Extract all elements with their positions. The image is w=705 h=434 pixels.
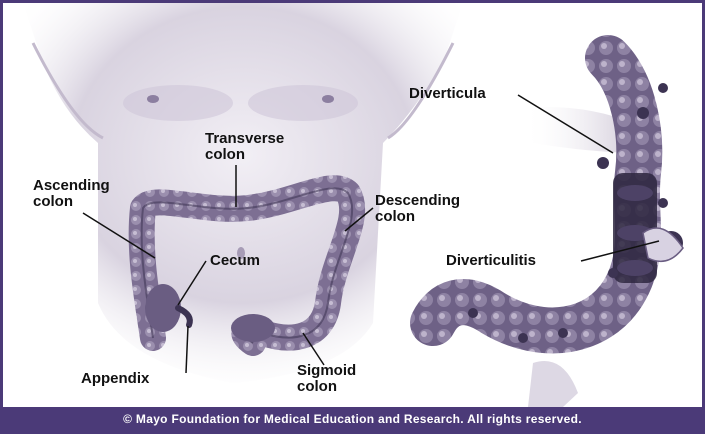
label-ascending-line2: colon (33, 194, 110, 210)
label-descending-line1: Descending (375, 193, 460, 209)
label-appendix: Appendix (81, 371, 149, 387)
label-transverse-colon: Transverse colon (205, 131, 284, 163)
label-cecum: Cecum (210, 253, 260, 269)
label-diverticula: Diverticula (409, 86, 486, 102)
label-ascending-colon: Ascending colon (33, 178, 110, 210)
label-descending-colon: Descending colon (375, 193, 460, 225)
label-sigmoid-colon: Sigmoid colon (297, 363, 356, 395)
label-transverse-line1: Transverse (205, 131, 284, 147)
label-transverse-line2: colon (205, 147, 284, 163)
copyright-footer: © Mayo Foundation for Medical Education … (3, 407, 702, 431)
label-diverticulitis: Diverticulitis (446, 253, 536, 269)
label-sigmoid-line2: colon (297, 379, 356, 395)
label-sigmoid-line1: Sigmoid (297, 363, 356, 379)
label-ascending-line1: Ascending (33, 178, 110, 194)
label-descending-line2: colon (375, 209, 460, 225)
